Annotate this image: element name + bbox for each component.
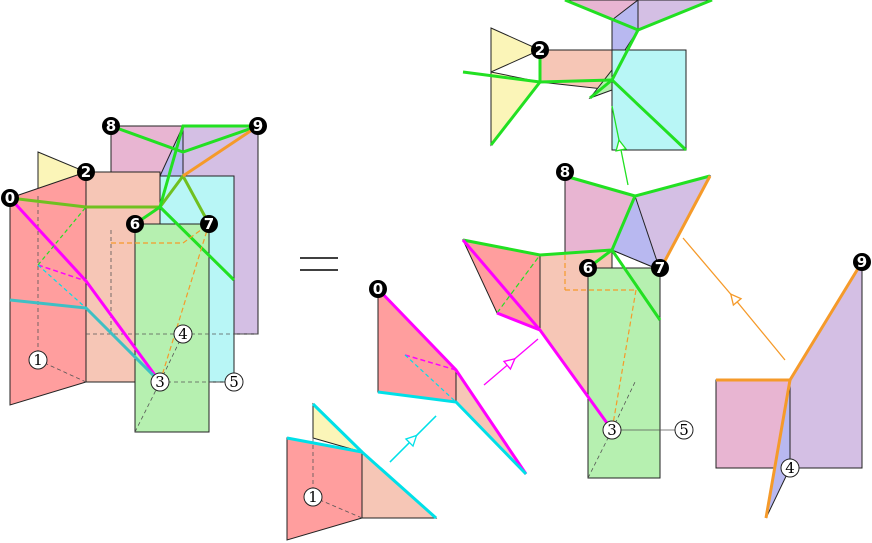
piece-red-cyan: 1 xyxy=(286,402,438,541)
circled-3-central: 3 xyxy=(602,420,622,440)
circled-1: 1 xyxy=(28,350,48,370)
vertex-2: 2 xyxy=(77,163,95,181)
green-panel xyxy=(134,223,210,433)
assembled-model: 0 2 8 9 6 7 1 3 xyxy=(1,117,267,433)
vertex-8-central: 8 xyxy=(556,163,574,181)
vertex-9-right: 9 xyxy=(853,253,871,271)
orange-dashed xyxy=(111,222,211,383)
vertex-7: 7 xyxy=(200,215,218,233)
piece-orange: 9 4 xyxy=(715,253,871,519)
svg-text:8: 8 xyxy=(106,117,116,135)
piece-central: 8 6 7 3 5 xyxy=(461,163,712,479)
svg-text:8: 8 xyxy=(560,163,570,181)
cyan-dashed xyxy=(37,264,87,309)
svg-text:5: 5 xyxy=(229,373,239,391)
vertex-7-central: 7 xyxy=(651,259,669,277)
svg-text:4: 4 xyxy=(178,325,188,343)
svg-text:1: 1 xyxy=(308,488,318,506)
circled-4-right: 4 xyxy=(780,458,800,478)
orange-crease xyxy=(182,124,259,178)
svg-text:5: 5 xyxy=(679,421,689,439)
svg-text:3: 3 xyxy=(607,421,617,439)
vertex-8: 8 xyxy=(102,117,120,135)
circled-1-piece: 1 xyxy=(303,487,323,507)
svg-text:0: 0 xyxy=(5,189,15,207)
svg-text:7: 7 xyxy=(655,259,665,277)
vertex-9: 9 xyxy=(249,117,267,135)
magenta-arrow xyxy=(483,338,539,386)
svg-text:1: 1 xyxy=(33,351,43,369)
vertex-0-piece: 0 xyxy=(369,280,387,298)
orange-arrow xyxy=(682,237,786,361)
svg-text:4: 4 xyxy=(785,459,795,477)
green-right-crease xyxy=(134,124,258,226)
vertex-0: 0 xyxy=(1,189,19,207)
svg-text:3: 3 xyxy=(155,373,165,391)
green-arrow xyxy=(611,105,629,186)
svg-text:2: 2 xyxy=(81,163,91,181)
vertex-6-central: 6 xyxy=(579,259,597,277)
svg-text:7: 7 xyxy=(204,215,214,233)
magenta-dashed xyxy=(37,264,87,282)
svg-text:6: 6 xyxy=(583,259,593,277)
circled-5-central: 5 xyxy=(674,420,694,440)
circled-5: 5 xyxy=(224,372,244,392)
green-dashed xyxy=(37,206,87,266)
vertex-2-top: 2 xyxy=(531,41,549,59)
equals-sign xyxy=(300,257,338,271)
svg-text:0: 0 xyxy=(373,280,383,298)
svg-text:6: 6 xyxy=(130,215,140,233)
circled-4: 4 xyxy=(173,324,193,344)
green-back-crease xyxy=(110,124,259,154)
svg-text:2: 2 xyxy=(535,41,545,59)
svg-text:9: 9 xyxy=(253,117,263,135)
svg-text:9: 9 xyxy=(857,253,867,271)
green-inner-crease xyxy=(158,205,236,282)
vertex-6: 6 xyxy=(126,215,144,233)
piece-magenta: 0 xyxy=(369,280,528,476)
piece-top: 2 xyxy=(462,0,713,152)
circled-3: 3 xyxy=(150,372,170,392)
